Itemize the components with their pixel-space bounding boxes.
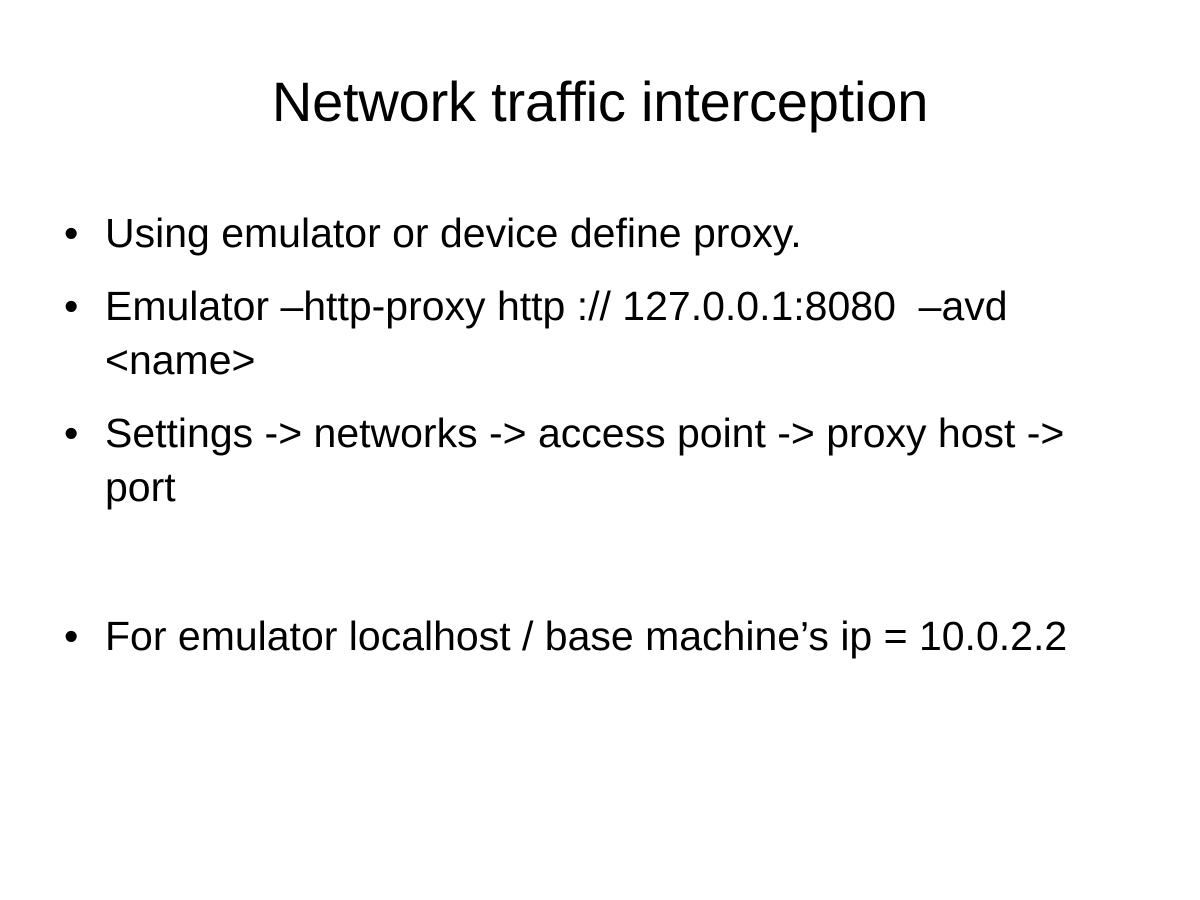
bullet-point-icon: • xyxy=(64,210,79,256)
list-item: • For emulator localhost / base machine’… xyxy=(52,609,1132,664)
bullet-point-icon: • xyxy=(64,282,79,329)
bullet-point-icon: • xyxy=(64,612,79,659)
page-title: Network traffic interception xyxy=(271,70,929,133)
list-item: • Using emulator or device define proxy. xyxy=(52,206,1132,261)
blank-line-spacer xyxy=(52,533,1132,609)
list-item-text: For emulator localhost / base machine’s … xyxy=(105,612,1068,659)
list-item: • Emulator –http-proxy http :// 127.0.0.… xyxy=(52,279,1132,388)
list-item: • Settings -> networks -> access point -… xyxy=(52,406,1132,515)
list-item-text: Settings -> networks -> access point -> … xyxy=(105,409,1076,511)
list-item-text: Emulator –http-proxy http :// 127.0.0.1:… xyxy=(105,282,1019,384)
bullet-point-icon: • xyxy=(64,409,79,456)
bullet-list: • Using emulator or device define proxy.… xyxy=(52,206,1132,681)
list-item-text: Using emulator or device define proxy. xyxy=(105,210,802,256)
